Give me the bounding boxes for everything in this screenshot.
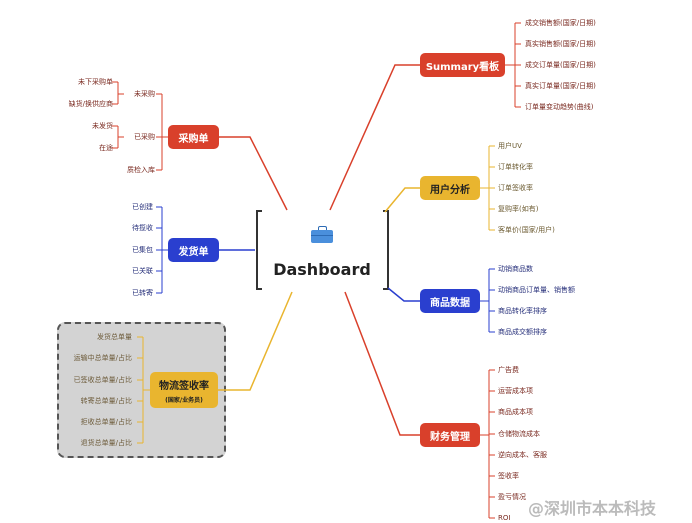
leaf-item[interactable]: 广告费: [498, 366, 519, 374]
leaf-item[interactable]: 真实销售额(国家/日期): [525, 40, 596, 48]
leaf-item[interactable]: 成交订单量(国家/日期): [525, 61, 596, 69]
leaf-item[interactable]: 复购率(如有): [498, 205, 539, 213]
leaf-item[interactable]: 逆向成本、客服: [498, 451, 547, 459]
leaf-item[interactable]: 盈亏情况: [498, 493, 526, 501]
leaf-item[interactable]: 已转寄: [132, 289, 153, 297]
leaf-item[interactable]: 真实订单量(国家/日期): [525, 82, 596, 90]
node-logistics[interactable]: 物流签收率 (国家/业务员): [150, 372, 218, 408]
leaf-item[interactable]: 订单转化率: [498, 163, 533, 171]
leaf-item[interactable]: 已采购: [134, 133, 155, 141]
watermark: @深圳市本本科技: [528, 499, 657, 518]
leaf-item[interactable]: 商品成交额排序: [498, 328, 547, 336]
leaf-item[interactable]: 退货总单量/占比: [80, 439, 132, 447]
center-bracket-left: [256, 210, 262, 290]
dashboard-title: Dashboard: [273, 260, 371, 279]
leaf-item[interactable]: 未发货: [92, 122, 113, 130]
node-user-analysis[interactable]: 用户分析: [420, 176, 480, 200]
link-finance: [344, 291, 420, 436]
leaf-item[interactable]: 运输中总单量/占比: [73, 354, 132, 362]
leaf-item[interactable]: 成交销售额(国家/日期): [525, 19, 596, 27]
leaf-item[interactable]: 在途: [99, 144, 113, 152]
leaf-item[interactable]: 用户UV: [498, 142, 522, 150]
node-finance[interactable]: 财务管理: [420, 423, 480, 447]
leaf-item[interactable]: 已创建: [132, 203, 153, 211]
node-logistics-sublabel: (国家/业务员): [165, 396, 203, 404]
link-goods: [387, 287, 420, 302]
leaf-item[interactable]: 已集包: [132, 246, 153, 254]
leaf-item[interactable]: 已关联: [132, 267, 153, 275]
leaf-item[interactable]: 商品成本项: [498, 408, 533, 416]
link-logistics: [218, 291, 293, 391]
node-goods-data[interactable]: 商品数据: [420, 289, 480, 313]
leaf-item[interactable]: 未采购: [134, 90, 155, 98]
leaf-item[interactable]: 签收率: [498, 472, 519, 480]
leaf-item[interactable]: 发货总单量: [97, 333, 132, 341]
leaf-item[interactable]: 未下采购单: [78, 78, 113, 86]
leaf-item[interactable]: 已签收总单量/占比: [73, 376, 132, 384]
link-summary: [329, 64, 420, 211]
leaf-item[interactable]: 订单签收率: [498, 184, 533, 192]
leaf-item[interactable]: 拒收总单量/占比: [80, 418, 132, 426]
node-logistics-label: 物流签收率: [159, 380, 209, 392]
leaf-item[interactable]: 仓储物流成本: [498, 430, 540, 438]
link-purchase: [219, 136, 288, 211]
leaf-item[interactable]: 商品转化率排序: [498, 307, 547, 315]
leaf-item[interactable]: 客单价(国家/用户): [498, 226, 555, 234]
leaf-item[interactable]: 质检入库: [127, 166, 155, 174]
leaf-item[interactable]: 运营成本项: [498, 387, 533, 395]
leaf-item[interactable]: 缺货/换供应商: [68, 100, 113, 108]
link-user: [384, 187, 420, 213]
leaf-item[interactable]: 动销商品数: [498, 265, 533, 273]
briefcase-icon: [311, 226, 333, 243]
leaf-item[interactable]: 动销商品订单量、销售额: [498, 286, 575, 294]
leaf-item[interactable]: 转寄总单量/占比: [80, 397, 132, 405]
leaf-item[interactable]: ROI: [498, 514, 511, 522]
node-purchase-order[interactable]: 采购单: [168, 125, 219, 149]
leaf-item[interactable]: 待揽收: [132, 224, 153, 232]
node-shipping-order[interactable]: 发货单: [168, 238, 219, 262]
center-bracket-right: [383, 210, 389, 290]
node-summary[interactable]: Summary看板: [420, 53, 505, 77]
leaf-item[interactable]: 订单量变动趋势(曲线): [525, 103, 594, 111]
